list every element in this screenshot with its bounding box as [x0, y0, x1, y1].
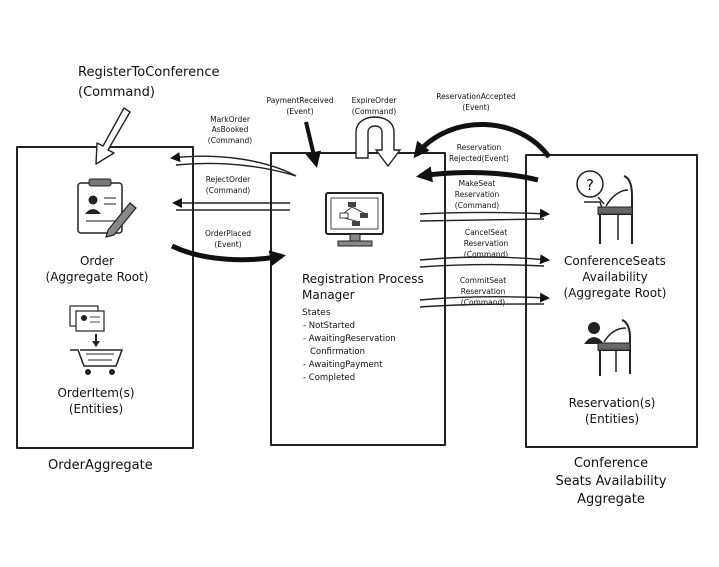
commit-seat-label-3: (Command): [461, 298, 505, 307]
make-seat-label-1: MakeSeat: [459, 179, 496, 188]
order-aggregate-box: [16, 146, 194, 449]
commit-seat-arrow: [419, 292, 550, 303]
reservation-accepted-arrow: [413, 122, 552, 159]
expire-order-arrow: [355, 116, 402, 168]
expire-order-label-2: (Command): [352, 107, 396, 116]
seats-aggregate-title-2: Seats Availability: [555, 474, 666, 489]
computer-monitor-icon: [325, 192, 384, 247]
seats-aggregate-title-3: Aggregate: [577, 492, 645, 507]
order-placed-label-2: (Event): [214, 240, 241, 249]
mark-order-label-2: AsBooked: [212, 125, 249, 134]
reservation-rejected-label-2: Rejected(Event): [449, 154, 509, 163]
order-aggregate-title: OrderAggregate: [48, 458, 153, 473]
seats-aggregate-box: [525, 154, 698, 448]
order-placed-arrow: [170, 243, 286, 267]
reject-order-label-1: RejectOrder: [206, 175, 251, 184]
expire-order-label-1: ExpireOrder: [352, 96, 398, 105]
command-arrow: [95, 107, 131, 165]
commit-seat-label-2: Reservation: [461, 287, 506, 296]
cancel-seat-arrow: [419, 254, 550, 265]
process-manager-title-1: Registration Process: [302, 272, 424, 286]
reservation-accepted-label-2: (Event): [462, 103, 489, 112]
order-item-role: (Entities): [69, 402, 123, 416]
shopping-cart-icon: [69, 305, 124, 375]
conference-seats-line-2: Availability: [582, 270, 647, 284]
cancel-seat-label-3: (Command): [464, 250, 508, 259]
cancel-seat-label-2: Reservation: [464, 239, 509, 248]
process-manager-title-2: Manager: [302, 288, 355, 302]
commit-seat-label-1: CommitSeat: [460, 276, 506, 285]
mark-order-arrow-outline: [175, 162, 297, 177]
chair-question-icon: ?: [576, 170, 633, 244]
reservation-role: (Entities): [585, 412, 639, 426]
svg-text:?: ?: [586, 176, 594, 194]
command-type: (Command): [78, 85, 155, 100]
state-item: - AwaitingReservation: [303, 334, 396, 344]
make-seat-arrow-outline: [419, 218, 545, 222]
reservation-name: Reservation(s): [569, 396, 656, 410]
make-seat-label-2: Reservation: [455, 190, 500, 199]
reservation-rejected-label-1: Reservation: [457, 143, 502, 152]
reservation-accepted-label-1: ReservationAccepted: [436, 92, 516, 101]
make-seat-arrow: [419, 208, 550, 219]
payment-received-label-2: (Event): [286, 107, 313, 116]
cancel-seat-label-1: CancelSeat: [465, 228, 507, 237]
commit-seat-arrow-outline: [419, 303, 545, 308]
cancel-seat-arrow-outline: [419, 263, 545, 268]
clipboard-pencil-icon: [77, 178, 137, 238]
chair-person-icon: [584, 319, 631, 376]
payment-received-arrow: [304, 121, 322, 168]
order-placed-label-1: OrderPlaced: [205, 229, 251, 238]
mark-order-label-1: MarkOrder: [210, 115, 251, 124]
command-name: RegisterToConference: [78, 65, 220, 80]
reject-order-label-2: (Command): [206, 186, 250, 195]
mark-order-label-3: (Command): [208, 136, 252, 145]
make-seat-label-3: (Command): [455, 201, 499, 210]
payment-received-label-1: PaymentReceived: [267, 96, 334, 105]
order-item-name: OrderItem(s): [57, 386, 134, 400]
reservation-rejected-arrow: [416, 166, 539, 183]
conference-seats-line-3: (Aggregate Root): [564, 286, 667, 300]
seats-aggregate-title-1: Conference: [574, 456, 648, 471]
state-item: - Completed: [303, 373, 355, 383]
order-role: (Aggregate Root): [46, 270, 149, 284]
order-name: Order: [80, 254, 114, 268]
state-item: - NotStarted: [303, 321, 355, 331]
states-label: States: [302, 308, 331, 318]
mark-order-arrow: [170, 152, 297, 177]
state-item: - AwaitingPayment: [303, 360, 383, 370]
conference-seats-line-1: ConferenceSeats: [564, 254, 666, 268]
state-item: Confirmation: [310, 347, 365, 357]
